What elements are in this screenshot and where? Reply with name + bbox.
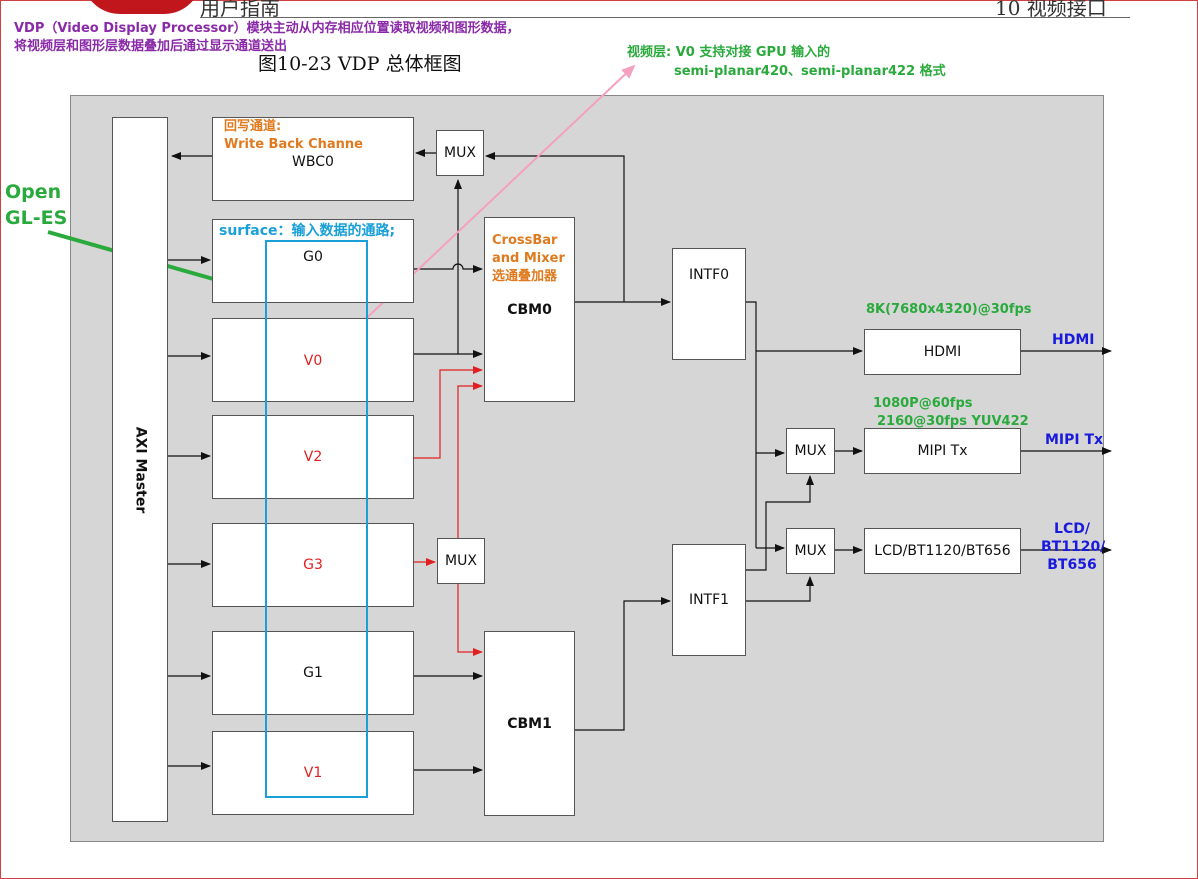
g3-label: G3 xyxy=(303,557,323,573)
header-right-title: 10 视频接口 xyxy=(995,0,1107,20)
g1-block: G1 xyxy=(212,631,414,715)
writeback-note-line2: Write Back Channe xyxy=(224,137,363,152)
g0-label: G0 xyxy=(303,249,323,265)
v1-block: V1 xyxy=(212,731,414,815)
axi-master-label-wrap: AXI Master xyxy=(112,117,168,822)
v1-label: V1 xyxy=(303,765,323,781)
output-lcd-label-line3: BT656 xyxy=(1047,557,1097,573)
output-mipi-label: MIPI Tx xyxy=(1045,432,1104,448)
brand-logo xyxy=(82,0,202,14)
wbc0-label: WBC0 xyxy=(292,154,334,170)
opengl-es-note: Open GL-ES xyxy=(5,179,67,231)
mux-lcd: MUX xyxy=(786,528,835,574)
crossbar-note-line2: and Mixer xyxy=(492,251,565,266)
header-left-title: 用户指南 xyxy=(200,0,280,20)
figure-title: 图10-23 VDP 总体框图 xyxy=(258,53,462,75)
intf1-block: INTF1 xyxy=(672,544,746,656)
cbm0-label: CBM0 xyxy=(507,301,552,318)
intf0-label: INTF0 xyxy=(688,267,730,283)
output-lcd-label: LCD/ BT1120/ BT656 xyxy=(1041,520,1106,574)
cbm0-block: CBM0 xyxy=(484,217,575,402)
wbc0-block: WBC0 xyxy=(212,117,414,201)
vdp-description-line1: VDP（Video Display Processor）模块主动从内存相应位置读… xyxy=(14,21,520,36)
crossbar-note-line1: CrossBar xyxy=(492,233,558,248)
v0-label: V0 xyxy=(303,353,323,369)
vdp-description-line2: 将视频层和图形层数据叠加后通过显示通道送出 xyxy=(14,39,288,54)
cbm1-block: CBM1 xyxy=(484,631,575,816)
surface-highlight-frame xyxy=(265,240,368,798)
v2-block: V2 xyxy=(212,415,414,499)
mipi-tx-block: MIPI Tx xyxy=(864,428,1021,474)
mux-mipi: MUX xyxy=(786,428,835,474)
video-layer-note-line2: semi-planar420、semi-planar422 格式 xyxy=(674,64,946,79)
g1-label: G1 xyxy=(303,665,323,681)
output-lcd-label-line1: LCD/ xyxy=(1054,521,1090,537)
mux-writeback: MUX xyxy=(436,130,484,176)
axi-master-block xyxy=(112,117,168,822)
hdmi-block: HDMI xyxy=(864,329,1021,375)
writeback-note-line1: 回写通道: xyxy=(224,119,282,134)
output-hdmi-label: HDMI xyxy=(1052,332,1095,348)
opengl-es-note-line2: GL-ES xyxy=(5,207,68,229)
g3-block: G3 xyxy=(212,523,414,607)
header-rule xyxy=(200,17,1130,18)
crossbar-note-line3: 选通叠加器 xyxy=(492,269,558,284)
axi-master-label: AXI Master xyxy=(132,426,149,513)
v2-label: V2 xyxy=(303,449,323,465)
hdmi-spec-note: 8K(7680x4320)@30fps xyxy=(866,302,1032,317)
mipi-spec-note-line1: 1080P@60fps xyxy=(873,396,973,411)
lcd-block: LCD/BT1120/BT656 xyxy=(864,528,1021,574)
output-lcd-label-line2: BT1120/ xyxy=(1041,539,1106,555)
mux-g3: MUX xyxy=(437,538,485,584)
opengl-es-note-line1: Open xyxy=(5,181,62,203)
v0-block: V0 xyxy=(212,318,414,402)
mipi-spec-note-line2: 2160@30fps YUV422 xyxy=(877,414,1029,429)
surface-note: surface：输入数据的通路; xyxy=(219,220,396,240)
video-layer-note-line1: 视频层: V0 支持对接 GPU 输入的 xyxy=(627,45,831,60)
intf0-block: INTF0 xyxy=(672,248,746,360)
